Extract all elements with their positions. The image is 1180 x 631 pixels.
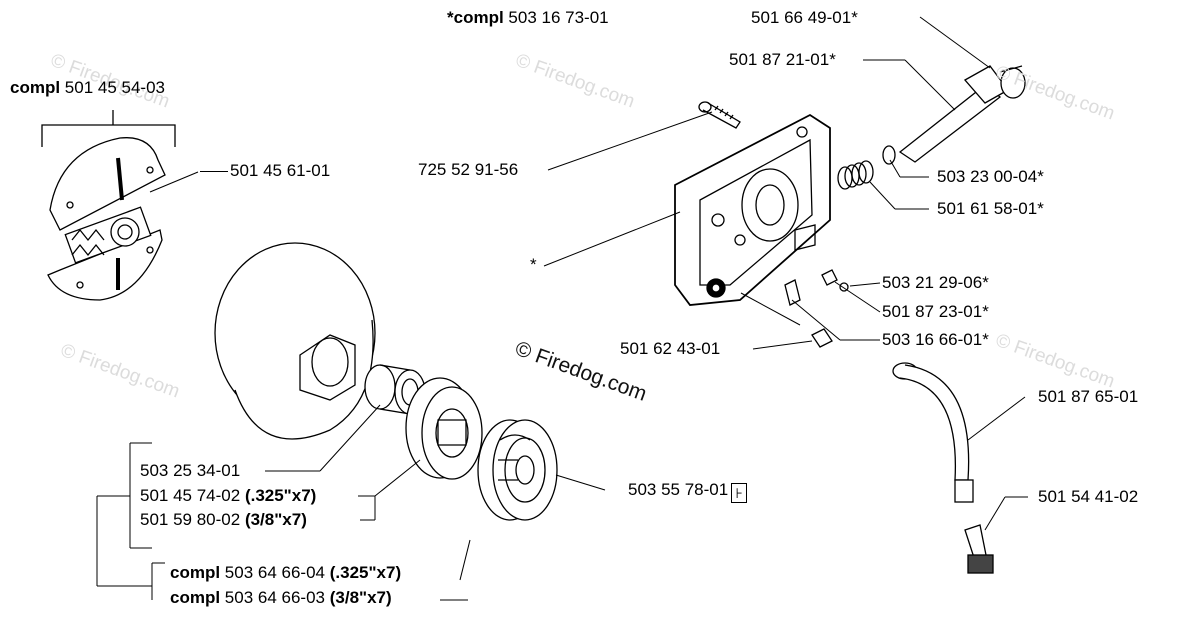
star-label: *	[530, 255, 537, 274]
washer-label: 503 23 00-04*	[937, 167, 1044, 186]
bearing-label: 503 25 34-01	[140, 461, 241, 480]
clutch-assembly	[47, 137, 166, 301]
sprocket	[405, 377, 483, 480]
spring	[837, 160, 874, 190]
pump-shaft	[898, 65, 1026, 163]
filter-label: 501 54 41-02	[1038, 487, 1139, 506]
nut-label: 501 62 43-01	[620, 339, 721, 358]
clutch-compl-label: compl 501 45 54-03	[10, 78, 165, 97]
spring-label: 501 61 58-01*	[937, 199, 1044, 218]
screw-label: 725 52 91-56	[418, 160, 519, 179]
clip-label: 501 87 23-01*	[882, 302, 989, 321]
screwdriver-icon: ⊦	[731, 483, 748, 503]
adjust-screw	[839, 282, 849, 292]
clutch-drum	[214, 242, 376, 440]
clutch-bracket	[41, 124, 176, 147]
oil-hose	[892, 362, 974, 503]
drum-a-label: compl 503 64 66-04 (.325"x7)	[170, 563, 402, 582]
valve-label: 503 16 66-01*	[882, 330, 989, 349]
washer	[882, 145, 896, 165]
rim-sprocket	[477, 419, 558, 521]
hose-label: 501 87 65-01	[1038, 387, 1139, 406]
shaft-label: 501 87 21-01*	[729, 50, 836, 69]
rim-label: 503 55 78-01⊦	[628, 480, 748, 503]
pump-screw	[698, 101, 741, 129]
clutch-part-label: 501 45 61-01	[200, 161, 330, 181]
oil-filter	[964, 524, 994, 574]
oil-pump-housing	[674, 113, 831, 306]
nut	[811, 328, 833, 348]
adj-screw-label: 503 21 29-06*	[882, 273, 989, 292]
valve	[784, 279, 801, 306]
sprocket-b-label: 501 59 80-02 (3/8"x7)	[140, 510, 307, 529]
sprocket-a-label: 501 45 74-02 (.325"x7)	[140, 486, 317, 505]
needle-bearing	[364, 364, 426, 415]
clip	[821, 269, 838, 286]
pump-compl-label: *compl 503 16 73-01	[447, 8, 609, 27]
pin-label: 501 66 49-01*	[751, 8, 858, 27]
leader-lines	[96, 16, 1028, 601]
drum-b-label: compl 503 64 66-03 (3/8"x7)	[170, 588, 392, 607]
